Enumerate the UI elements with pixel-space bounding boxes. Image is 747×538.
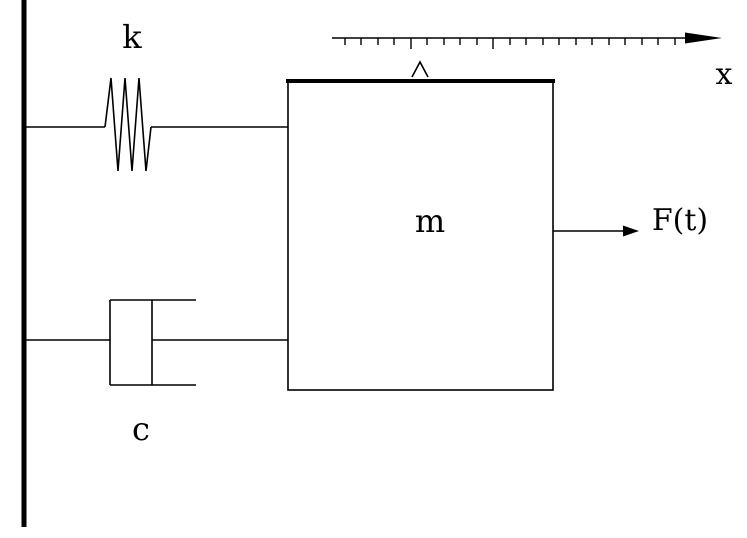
- force-assembly: [553, 225, 639, 237]
- mass-label: m: [415, 202, 445, 240]
- spring-coil: [104, 77, 152, 172]
- spring-assembly: [24, 77, 288, 172]
- spring-label: k: [122, 18, 142, 56]
- damper-assembly: [24, 299, 288, 386]
- damper-label: c: [132, 410, 150, 448]
- force-arrowhead-icon: [623, 225, 639, 237]
- force-label: F(t): [652, 203, 708, 238]
- ruler-ticks: [344, 38, 676, 49]
- ruler-pointer-caret-icon: [411, 60, 429, 78]
- mass-assembly: [286, 79, 555, 391]
- ruler-assembly: [332, 32, 722, 78]
- displacement-label: x: [716, 57, 733, 92]
- ruler-arrowhead-icon: [685, 32, 722, 44]
